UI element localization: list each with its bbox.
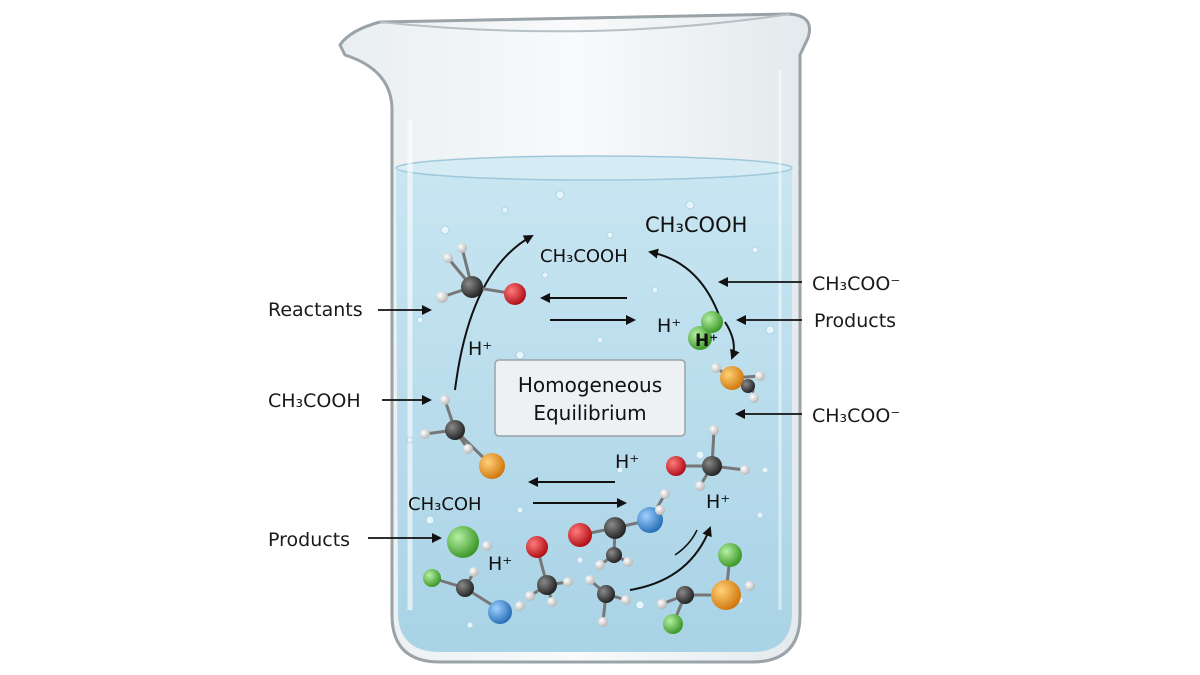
inside-labels: CH₃COOH CH₃COOH CH₃COH H⁺ H⁺ H⁺ H⁺ H⁺ H⁺ [408, 213, 747, 575]
label-products-right: Products [814, 310, 896, 332]
label-ch3coo-mid: CH₃COO⁻ [812, 405, 900, 427]
molecule-right-middle [666, 425, 750, 491]
label-ch3cooh-inner: CH₃COOH [540, 246, 628, 267]
label-products-left: Products [268, 529, 350, 551]
molecules [420, 243, 765, 634]
molecule-bottom-center [525, 536, 573, 607]
title-line-1: Homogeneous [518, 373, 662, 397]
curved-arrow-bottom [629, 526, 712, 591]
label-h-plus-1: H⁺ [657, 315, 681, 337]
title-box: Homogeneous Equilibrium [494, 359, 686, 437]
molecule-bottom-left [423, 526, 525, 624]
label-reactants: Reactants [268, 299, 363, 321]
label-ch3coh: CH₃COH [408, 494, 482, 515]
curved-arrow-down-right [724, 321, 740, 360]
label-ch3cooh-left: CH₃COOH [268, 390, 361, 412]
label-h-plus-5: H⁺ [706, 491, 730, 513]
label-h-plus-3: H⁺ [468, 338, 492, 360]
curved-arrow-top-right [648, 248, 721, 319]
beaker [338, 12, 811, 664]
molecule-center-bottom [568, 489, 670, 570]
molecule-left-middle [420, 395, 505, 479]
molecule-bottom-chain [585, 575, 631, 627]
molecule-right-hplus [688, 311, 765, 403]
label-h-plus-6: H⁺ [488, 553, 512, 575]
label-ch3coo-top: CH₃COO⁻ [812, 273, 900, 295]
molecule-bottom-right [657, 543, 755, 634]
outside-labels: Reactants CH₃COOH Products CH₃COO⁻ Produ… [268, 273, 900, 551]
label-h-plus-2: H⁺ [695, 331, 718, 351]
molecule-reactant-top [436, 243, 526, 305]
label-ch3cooh-top: CH₃COOH [645, 213, 747, 237]
label-h-plus-4: H⁺ [615, 451, 639, 473]
title-line-2: Equilibrium [533, 401, 646, 425]
